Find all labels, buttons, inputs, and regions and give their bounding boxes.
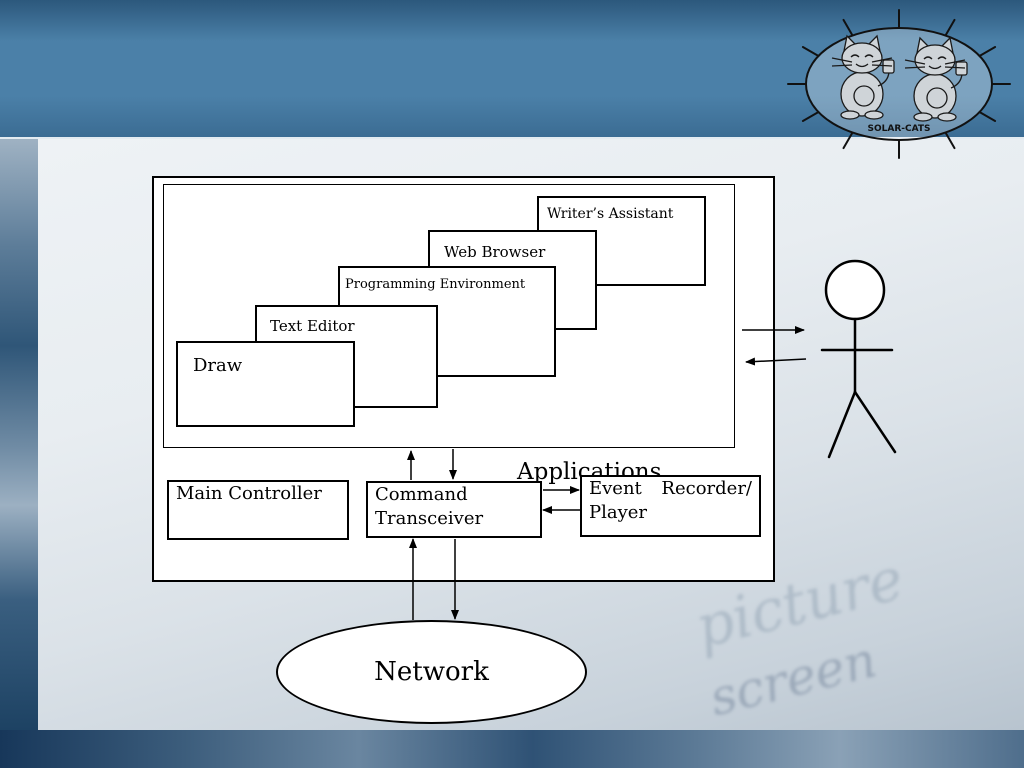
window-label: Text Editor (270, 317, 355, 335)
main-controller-box: Main Controller (167, 480, 349, 540)
network-label: Network (374, 657, 489, 687)
cat-right-icon (904, 36, 968, 122)
event-recorder-label-line1: Event Recorder/ (589, 478, 752, 499)
window-label: Programming Environment (345, 277, 526, 292)
cat-left-icon (831, 34, 895, 120)
command-transceiver-label-line1: Command (375, 484, 468, 505)
window-label: Draw (193, 355, 243, 376)
window-programming-environment: Programming Environment (338, 266, 556, 377)
network-ellipse: Network (276, 620, 587, 724)
event-recorder-box: Event Recorder/ Player (580, 475, 761, 537)
logo-text: SOLAR-CATS (868, 124, 931, 134)
solar-cats-logo-icon: SOLAR-CATS (787, 9, 1011, 159)
event-recorder-label-line2: Player (589, 502, 648, 523)
logo-rays (787, 9, 1011, 159)
command-transceiver-label-line2: Transceiver (375, 508, 484, 529)
slide-left-strip (0, 139, 38, 730)
window-draw: Draw (176, 341, 355, 427)
main-controller-label: Main Controller (176, 483, 322, 504)
window-label: Writer’s Assistant (547, 206, 674, 222)
slide-bottom-strip (0, 730, 1024, 768)
command-transceiver-box: Command Transceiver (366, 481, 542, 538)
window-label: Web Browser (444, 243, 546, 261)
